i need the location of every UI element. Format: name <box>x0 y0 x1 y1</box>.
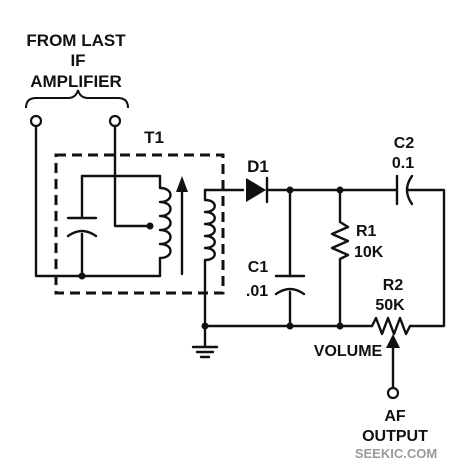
wiper-arrow-icon <box>386 334 400 348</box>
c2-out-wire <box>406 188 446 328</box>
input-brace <box>25 89 129 109</box>
r1-value: 10K <box>354 244 384 261</box>
c2-label: C2 <box>394 135 415 152</box>
diode-symbol <box>246 178 266 202</box>
input-label-line3: AMPLIFIER <box>30 72 122 91</box>
ground-icon <box>191 324 219 359</box>
diode-label: D1 <box>247 157 269 176</box>
primary-tap-dot <box>146 222 154 230</box>
input-wire-ground <box>34 124 162 278</box>
r1-resistor <box>330 188 350 328</box>
tank-capacitor-plate-bottom <box>66 229 98 238</box>
ground-dot-r1 <box>336 322 344 330</box>
c1-value: .01 <box>246 283 268 300</box>
r2-value: 50K <box>375 297 405 314</box>
c1-plate-bottom <box>274 287 306 296</box>
r2-potentiometer <box>370 316 414 336</box>
input-wire-tap <box>113 124 152 228</box>
tank-junction-dot <box>78 272 86 280</box>
transformer-label: T1 <box>144 128 164 147</box>
primary-coil <box>158 174 172 278</box>
input-terminal-right <box>108 114 122 128</box>
output-terminal <box>386 386 400 400</box>
input-terminal-left <box>29 114 43 128</box>
output-label-line2: OUTPUT <box>362 428 428 445</box>
c1-label: C1 <box>248 259 269 276</box>
ground-dot-c1 <box>286 322 294 330</box>
c2-value: 0.1 <box>392 155 414 172</box>
input-label-line2: IF <box>70 51 85 70</box>
output-label-line1: AF <box>384 408 406 425</box>
r1-label: R1 <box>356 223 377 240</box>
transformer-shield <box>54 153 225 295</box>
r2-label: R2 <box>383 277 404 294</box>
volume-label: VOLUME <box>314 343 383 360</box>
watermark: SEEKIC.COM <box>355 446 437 461</box>
secondary-coil <box>203 188 216 328</box>
tuning-arrow-icon <box>176 176 188 192</box>
input-label: FROM LAST IF AMPLIFIER <box>26 31 126 91</box>
input-label-line1: FROM LAST <box>26 31 126 50</box>
